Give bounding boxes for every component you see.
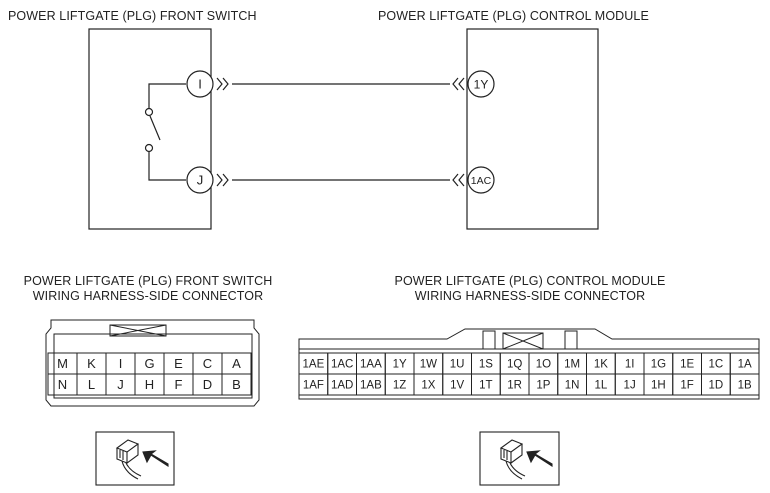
module-connector-title-line1: POWER LIFTGATE (PLG) CONTROL MODULE xyxy=(394,274,666,288)
module-connector-pin-label: 1G xyxy=(651,359,666,371)
module-connector-pin-label: 1R xyxy=(507,380,522,392)
module-connector-pin-label: 1AC xyxy=(331,359,353,371)
module-connector-face xyxy=(298,328,760,400)
switch-connector-pin-label: N xyxy=(58,377,67,392)
switch-connector-pin-label: C xyxy=(203,356,212,371)
terminal-circle-i xyxy=(186,70,214,98)
switch-connector-lock-tab xyxy=(109,324,167,337)
switch-connector-pin-label: G xyxy=(144,356,154,371)
module-connector-pin-label: 1AE xyxy=(303,359,325,371)
module-connector-pin-label: 1C xyxy=(709,359,724,371)
module-connector-pin-label: 1L xyxy=(594,380,607,392)
module-connector-pin-label: 1B xyxy=(738,380,752,392)
module-connector-pin-label: 1AD xyxy=(331,380,353,392)
switch-connector-pin-label: J xyxy=(117,377,124,392)
module-connector-pin-label: 1K xyxy=(594,359,608,371)
module-connector-pin-label: 1J xyxy=(624,380,636,392)
module-connector-pin-label: 1T xyxy=(479,380,492,392)
front-switch-box xyxy=(88,28,212,230)
module-connector-pin-label: 1Y xyxy=(393,359,407,371)
module-connector-pin-label: 1U xyxy=(450,359,465,371)
module-connector-pins: 1AE 1AC 1AA 1Y 1W 1U 1S 1Q 1O 1M 1K 1I 1G 1E 1C 1A 1AF 1A… xyxy=(298,352,760,396)
chevron-module-1ac-icon xyxy=(452,173,465,187)
module-connector-pin-label: 1X xyxy=(421,380,435,392)
chevron-module-1y-icon xyxy=(452,77,465,91)
control-module-box xyxy=(466,28,599,230)
module-connector-pin-label: 1H xyxy=(651,380,666,392)
module-connector-pin-cell xyxy=(729,373,760,396)
switch-connector-pins: M K I G E C A N L J H F D B xyxy=(47,352,252,396)
switch-connector-pin-label: I xyxy=(119,356,123,371)
module-connector-pin-label: 1F xyxy=(680,380,693,392)
switch-connector-pin-label: M xyxy=(57,356,68,371)
module-connector-pin-label: 1N xyxy=(565,380,580,392)
module-connector-title-line2: WIRING HARNESS-SIDE CONNECTOR xyxy=(414,289,646,303)
switch-connector-pin-label: E xyxy=(174,356,183,371)
module-connector-pin-label: 1AB xyxy=(360,380,382,392)
module-connector-pin-label: 1S xyxy=(479,359,493,371)
module-connector-pin-label: 1AF xyxy=(303,380,324,392)
chevron-switch-i-icon xyxy=(216,77,229,91)
module-connector-pin-label: 1Z xyxy=(393,380,406,392)
switch-connector-pin-label: F xyxy=(175,377,183,392)
switch-connector-title: POWER LIFTGATE (PLG) FRONT SWITCH WIRING… xyxy=(0,274,296,304)
module-connector-pin-label: 1D xyxy=(709,380,724,392)
switch-connector-title-line1: POWER LIFTGATE (PLG) FRONT SWITCH xyxy=(23,274,273,288)
switch-connector-pin-label: D xyxy=(203,377,212,392)
module-connector-pin-label: 1A xyxy=(738,359,752,371)
terminal-circle-1ac xyxy=(467,166,495,194)
switch-connector-pin-cell xyxy=(221,373,252,396)
module-connector-pin-label: 1W xyxy=(420,359,437,371)
module-connector-pin-label: 1I xyxy=(625,359,635,371)
module-connector-pin-label: 1E xyxy=(680,359,694,371)
terminal-label-1ac: 1AC xyxy=(471,175,492,187)
switch-connector-pin-label: H xyxy=(145,377,154,392)
switch-connector-view-icon xyxy=(95,431,175,486)
terminal-label-1y: 1Y xyxy=(474,78,489,92)
switch-connector-pin-label: K xyxy=(87,356,96,371)
module-connector-pin-label: 1AA xyxy=(360,359,382,371)
module-connector-pin-label: 1P xyxy=(536,380,550,392)
switch-connector-pin-label: A xyxy=(232,356,241,371)
module-connector-title: POWER LIFTGATE (PLG) CONTROL MODULE WIRI… xyxy=(370,274,690,304)
terminal-circle-j xyxy=(186,166,214,194)
chevron-switch-j-icon xyxy=(216,173,229,187)
module-connector-pin-label: 1O xyxy=(536,359,551,371)
terminal-label-j: J xyxy=(197,173,204,188)
front-switch-title: POWER LIFTGATE (PLG) FRONT SWITCH xyxy=(8,9,257,23)
module-connector-pin-label: 1V xyxy=(450,380,464,392)
switch-contact-symbol xyxy=(144,83,186,181)
module-connector-lock-tab xyxy=(502,332,544,350)
switch-connector-face xyxy=(45,319,260,407)
module-connector-pin-label: 1Q xyxy=(507,359,522,371)
module-connector-pin-label: 1M xyxy=(564,359,580,371)
module-connector-view-icon xyxy=(479,431,560,486)
switch-connector-title-line2: WIRING HARNESS-SIDE CONNECTOR xyxy=(32,289,264,303)
switch-connector-pin-label: L xyxy=(88,377,95,392)
control-module-title: POWER LIFTGATE (PLG) CONTROL MODULE xyxy=(378,9,649,23)
terminal-circle-1y xyxy=(467,70,495,98)
switch-connector-pin-label: B xyxy=(232,377,241,392)
terminal-label-i: I xyxy=(198,77,202,92)
